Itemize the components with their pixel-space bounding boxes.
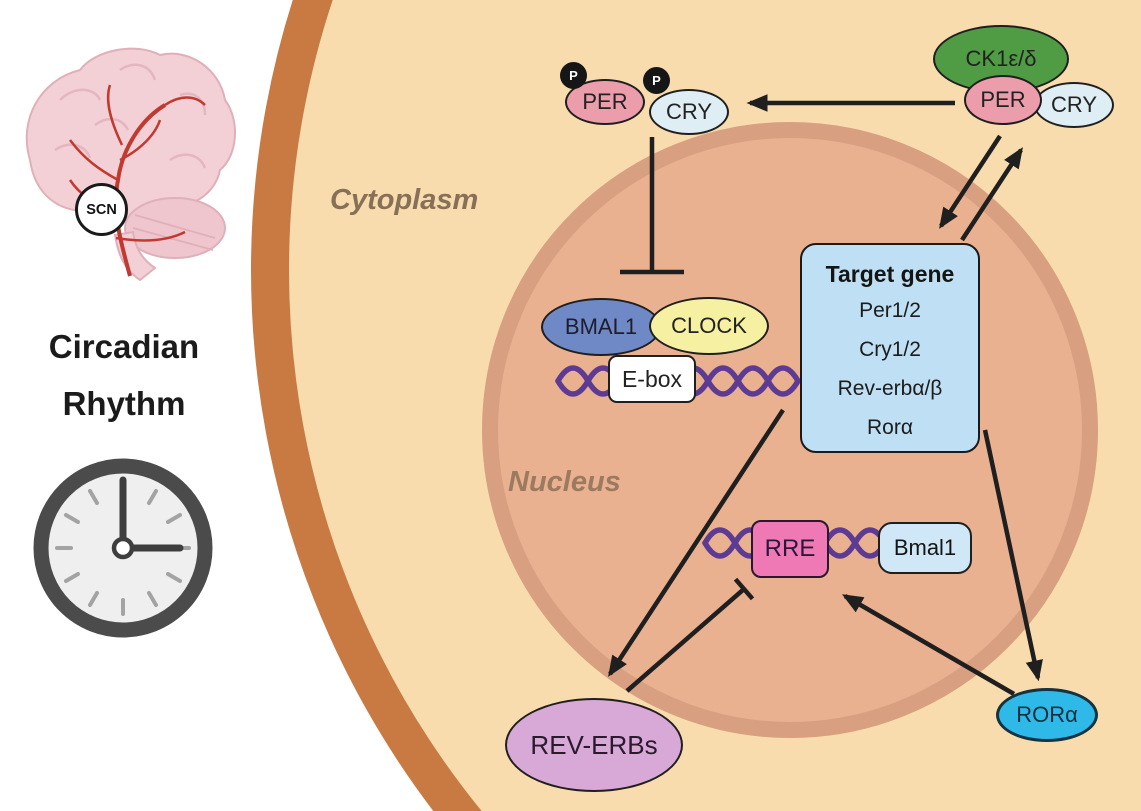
phosphate-badge: P [560, 62, 587, 89]
arrow-gene-to-rora [982, 429, 1043, 682]
cry-phosphorylated-oval: CRY [649, 89, 729, 135]
inhibition-reverbs-to-rre [625, 577, 755, 693]
clock-illustration [33, 458, 213, 638]
scn-marker: SCN [75, 183, 128, 236]
clock-protein-oval: CLOCK [649, 297, 769, 355]
target-gene-title: Target gene [825, 261, 955, 287]
target-gene-item: Rev-erbα/β [837, 377, 943, 400]
ebox-element-box: E-box [608, 355, 696, 403]
arrow-gene-to-reverbs [608, 408, 785, 677]
target-gene-item: Per1/2 [859, 299, 921, 322]
brain-illustration [25, 47, 236, 282]
ck1-kinase-oval: CK1ε/δ [933, 25, 1069, 93]
target-gene-item: Cry1/2 [859, 338, 921, 361]
nucleus [482, 122, 1098, 738]
cerebellum [124, 197, 226, 259]
inhibition-percry-to-clockbmal1 [620, 137, 684, 275]
cry-oval: CRY [1034, 82, 1114, 128]
arrow-rora-to-rre [841, 594, 1016, 696]
bmal1-gene-box: Bmal1 [878, 522, 972, 574]
arrow-nuclear-import [939, 134, 1002, 229]
phosphate-badge: P [643, 67, 670, 94]
rev-erbs-oval: REV-ERBs [505, 698, 683, 792]
per-oval: PER [964, 75, 1042, 125]
bmal1-protein-oval: BMAL1 [541, 298, 661, 356]
target-gene-box: Target gene Per1/2 Cry1/2 Rev-erbα/β Ror… [800, 243, 980, 453]
title-line-2: Rhythm [62, 385, 186, 422]
title-line-1: Circadian [48, 328, 200, 365]
arrow-nuclear-export [960, 147, 1023, 242]
diagram-title: Circadian Rhythm [0, 318, 248, 432]
nucleus-label: Nucleus [508, 466, 621, 498]
cytoplasm-label: Cytoplasm [330, 184, 479, 216]
rora-oval: RORα [996, 688, 1098, 742]
target-gene-item: Rorα [867, 416, 913, 439]
rre-element-box: RRE [751, 520, 829, 578]
